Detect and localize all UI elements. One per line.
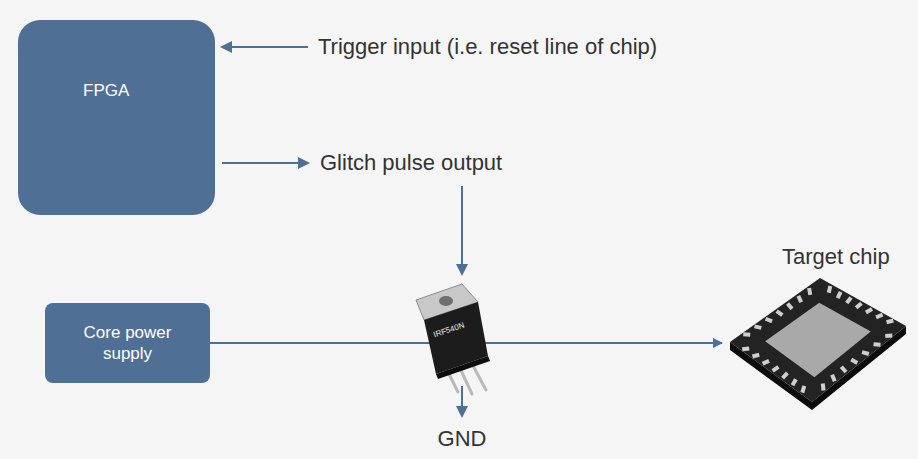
box-label: Core power supply xyxy=(61,322,194,364)
arrow-head xyxy=(456,264,468,276)
signal-label: Glitch pulse output xyxy=(320,150,502,176)
trigger-arrow xyxy=(230,46,308,48)
glitch-down-arrow xyxy=(461,186,463,266)
mosfet-transistor xyxy=(416,284,490,394)
box-label: FPGA xyxy=(83,80,203,101)
process-box: Core power supply xyxy=(45,303,210,383)
signal-label: Trigger input (i.e. reset line of chip) xyxy=(318,34,657,60)
signal-label: GND xyxy=(438,426,487,452)
arrow-head xyxy=(298,157,310,169)
arrow-head xyxy=(220,41,232,53)
target-chip: Target chip xyxy=(722,238,912,410)
glitch-arrow xyxy=(222,162,300,164)
gnd-arrow xyxy=(461,386,463,408)
arrow-head xyxy=(456,406,468,418)
process-box: FPGA xyxy=(18,20,215,215)
chip-heading: Target chip xyxy=(782,244,908,270)
